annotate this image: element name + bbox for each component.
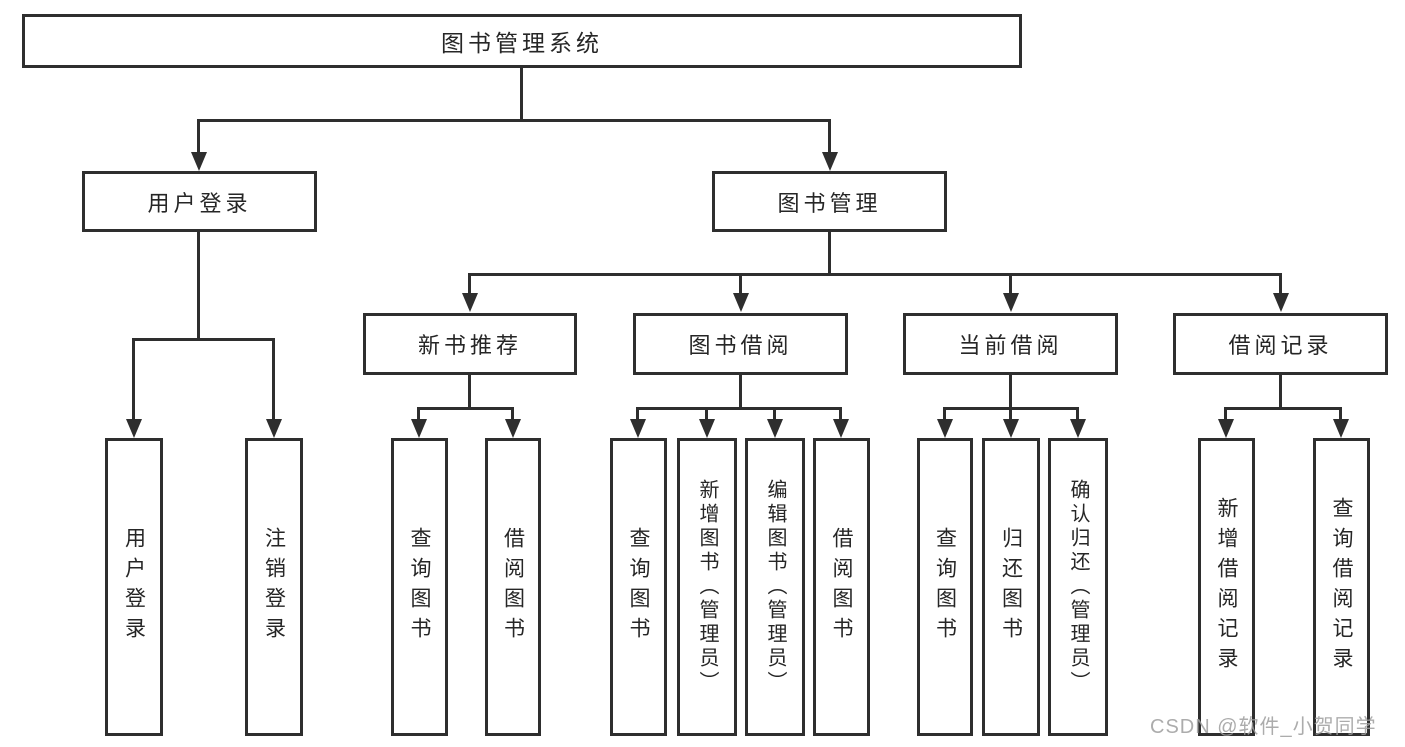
edge-leaf-shaft <box>1339 407 1342 420</box>
arrow-down-icon <box>462 293 478 312</box>
edge-leaf-shaft <box>417 407 420 420</box>
edge-book-borrowing-leaf-branch <box>636 407 842 410</box>
edge-leaf-user-login-shaft <box>132 338 135 420</box>
leaf-query-books-current: 查询图书 <box>917 438 973 736</box>
node-book-borrowing: 图书借阅 <box>633 313 848 375</box>
edge-leaf-shaft <box>943 407 946 420</box>
node-current-borrowing: 当前借阅 <box>903 313 1118 375</box>
edge-leaf-shaft <box>773 407 776 420</box>
leaf-add-borrow-record-label: 新增借阅记录 <box>1215 497 1238 677</box>
edge-level3-branch <box>468 273 1282 276</box>
node-root-label: 图书管理系统 <box>441 30 603 56</box>
node-book-borrowing-label: 图书借阅 <box>688 333 793 358</box>
edge-book-management-arrow-shaft <box>828 119 831 154</box>
leaf-return-books-label: 归还图书 <box>999 527 1023 647</box>
node-user-login: 用户登录 <box>82 171 317 232</box>
leaf-confirm-return-admin-label: 确认归还（管理员） <box>1067 479 1089 695</box>
edge-level2-branch <box>197 119 831 122</box>
arrow-down-icon <box>1333 419 1349 438</box>
arrow-down-icon <box>505 419 521 438</box>
arrow-down-icon <box>630 419 646 438</box>
node-current-borrowing-label: 当前借阅 <box>958 333 1063 358</box>
edge-leaf-shaft <box>1009 407 1012 420</box>
leaf-add-books-admin: 新增图书（管理员） <box>677 438 737 736</box>
leaf-add-borrow-record: 新增借阅记录 <box>1198 438 1255 736</box>
arrow-down-icon <box>822 152 838 171</box>
edge-root-stem <box>520 68 523 120</box>
node-book-management: 图书管理 <box>712 171 947 232</box>
leaf-query-books-borrowing-label: 查询图书 <box>627 527 650 647</box>
edge-leaf-shaft <box>636 407 639 420</box>
arrow-down-icon <box>767 419 783 438</box>
leaf-borrow-books-recommend: 借阅图书 <box>485 438 541 736</box>
leaf-query-books-borrowing: 查询图书 <box>610 438 667 736</box>
edge-book-borrowing-stem <box>739 374 742 408</box>
leaf-borrow-books-recommend-label: 借阅图书 <box>501 527 525 647</box>
leaf-logout: 注销登录 <box>245 438 303 736</box>
node-root: 图书管理系统 <box>22 14 1022 68</box>
arrow-down-icon <box>833 419 849 438</box>
leaf-query-borrow-record: 查询借阅记录 <box>1313 438 1370 736</box>
edge-leaf-logout-shaft <box>272 338 275 420</box>
arrow-down-icon <box>1003 293 1019 312</box>
node-new-book-recommendation: 新书推荐 <box>363 313 577 375</box>
edge-current-borrowing-shaft <box>1009 273 1012 295</box>
arrow-down-icon <box>411 419 427 438</box>
leaf-query-borrow-record-label: 查询借阅记录 <box>1330 497 1353 677</box>
edge-leaf-shaft <box>511 407 514 420</box>
leaf-edit-books-admin: 编辑图书（管理员） <box>745 438 805 736</box>
arrow-down-icon <box>937 419 953 438</box>
edge-leaf-shaft <box>839 407 842 420</box>
node-new-book-recommendation-label: 新书推荐 <box>417 333 522 358</box>
leaf-return-books: 归还图书 <box>982 438 1040 736</box>
arrow-down-icon <box>126 419 142 438</box>
edge-user-login-leaf-branch <box>132 338 275 341</box>
edge-borrowing-records-shaft <box>1279 273 1282 295</box>
node-user-login-label: 用户登录 <box>147 190 252 216</box>
leaf-borrow-books-borrowing-label: 借阅图书 <box>830 527 853 647</box>
arrow-down-icon <box>1070 419 1086 438</box>
edge-borrowing-records-stem <box>1279 374 1282 408</box>
arrow-down-icon <box>699 419 715 438</box>
csdn-watermark: CSDN @软件_小贺同学 <box>1150 716 1377 738</box>
leaf-edit-books-admin-label: 编辑图书（管理员） <box>764 479 786 695</box>
leaf-confirm-return-admin: 确认归还（管理员） <box>1048 438 1108 736</box>
arrow-down-icon <box>266 419 282 438</box>
edge-new-book-recommendation-shaft <box>468 273 471 295</box>
arrow-down-icon <box>733 293 749 312</box>
edge-book-borrowing-shaft <box>739 273 742 295</box>
edge-user-login-arrow-shaft <box>197 119 200 154</box>
arrow-down-icon <box>1003 419 1019 438</box>
edge-user-login-stem <box>197 230 200 338</box>
leaf-add-books-admin-label: 新增图书（管理员） <box>696 479 718 695</box>
edge-current-borrowing-stem <box>1009 374 1012 408</box>
node-borrowing-records-label: 借阅记录 <box>1228 333 1333 358</box>
leaf-query-books-current-label: 查询图书 <box>933 527 957 647</box>
leaf-logout-label: 注销登录 <box>262 527 286 647</box>
edge-new-book-recommendation-leaf-branch <box>417 407 514 410</box>
leaf-user-login: 用户登录 <box>105 438 163 736</box>
arrow-down-icon <box>1273 293 1289 312</box>
arrow-down-icon <box>191 152 207 171</box>
node-borrowing-records: 借阅记录 <box>1173 313 1388 375</box>
arrow-down-icon <box>1218 419 1234 438</box>
edge-new-book-recommendation-stem <box>468 374 471 408</box>
node-book-management-label: 图书管理 <box>777 190 882 216</box>
leaf-borrow-books-borrowing: 借阅图书 <box>813 438 870 736</box>
edge-leaf-shaft <box>1076 407 1079 420</box>
edge-leaf-shaft <box>705 407 708 420</box>
edge-leaf-shaft <box>1224 407 1227 420</box>
leaf-query-books-recommend: 查询图书 <box>391 438 448 736</box>
edge-borrowing-records-leaf-branch <box>1224 407 1342 410</box>
edge-book-management-stem <box>828 230 831 273</box>
leaf-user-login-label: 用户登录 <box>122 527 146 647</box>
leaf-query-books-recommend-label: 查询图书 <box>408 527 431 647</box>
